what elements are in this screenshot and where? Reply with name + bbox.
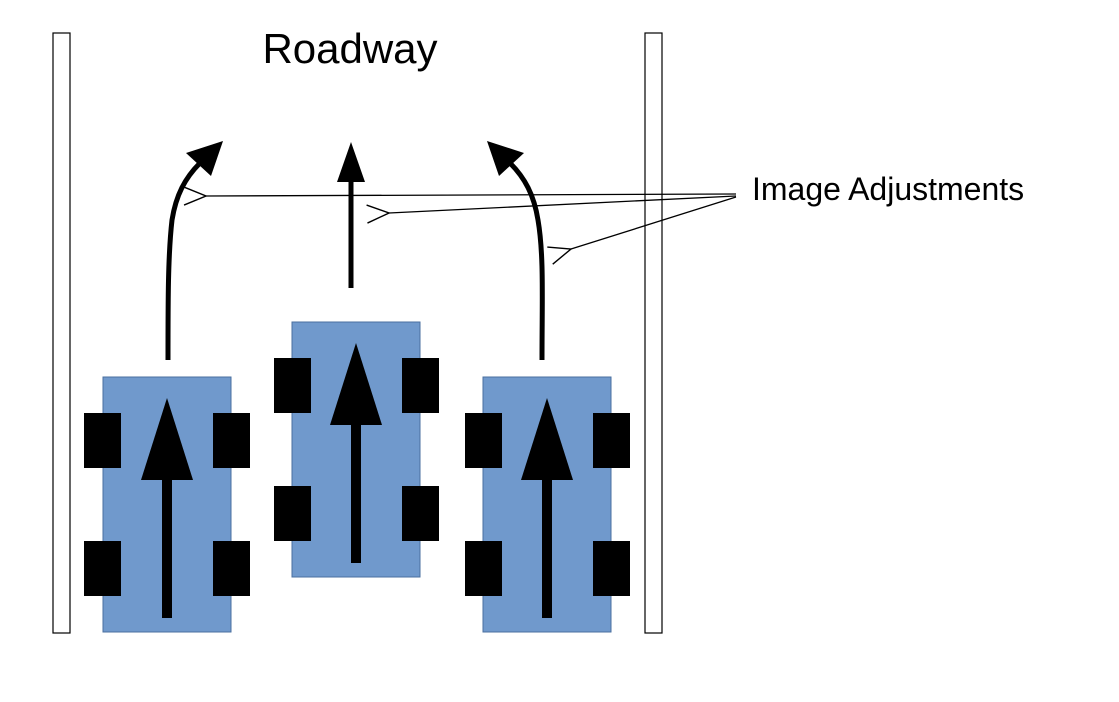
path-arrow-shaft — [165, 161, 202, 361]
wheel — [593, 413, 630, 468]
wheel — [213, 413, 250, 468]
image-adjustments-label: Image Adjustments — [752, 171, 1024, 207]
vehicle-direction-arrowhead — [330, 343, 382, 425]
wheel — [402, 358, 439, 413]
vehicle-direction-arrowhead — [141, 398, 193, 480]
wheel — [593, 541, 630, 596]
path-arrow-head — [487, 141, 524, 176]
roadway-title: Roadway — [262, 25, 437, 72]
wheel — [465, 413, 502, 468]
vehicle-right — [465, 376, 630, 633]
wheel — [274, 358, 311, 413]
vehicle-center — [274, 321, 439, 578]
wheel — [274, 486, 311, 541]
vehicle-direction-arrow — [162, 478, 172, 618]
wheel — [84, 541, 121, 596]
annotation-pointer-center — [389, 195, 737, 213]
vehicle-left — [84, 376, 250, 633]
annotation-pointer-right — [571, 196, 737, 249]
wheel — [213, 541, 250, 596]
path-arrow-right — [487, 141, 545, 361]
wheel — [465, 541, 502, 596]
path-arrow-shaft — [508, 161, 545, 361]
vehicle-direction-arrowhead — [521, 398, 573, 480]
path-arrow-head — [337, 142, 365, 182]
wheel — [402, 486, 439, 541]
vehicle-direction-arrow — [351, 423, 361, 563]
path-arrow-head — [186, 141, 223, 176]
path-arrow-center — [337, 142, 365, 288]
left-road-edge — [52, 32, 71, 634]
vehicle-direction-arrow — [542, 478, 552, 618]
annotation-pointer-left — [206, 194, 737, 196]
wheel — [84, 413, 121, 468]
path-arrow-left — [165, 141, 223, 361]
right-road-edge — [644, 32, 663, 634]
